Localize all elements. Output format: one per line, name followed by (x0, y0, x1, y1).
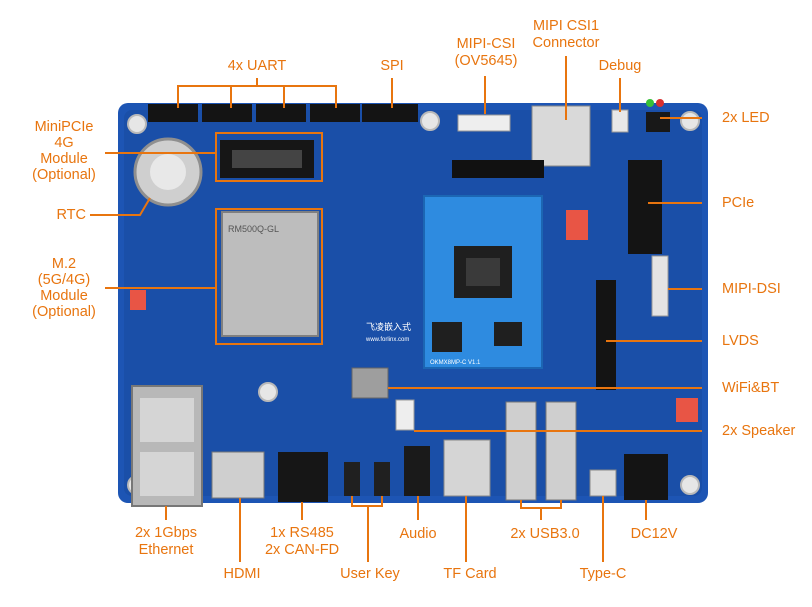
typec-port (589, 469, 617, 497)
label-uart: 4x UART (227, 58, 287, 74)
som-chip-2 (494, 322, 522, 346)
label-debug: Debug (598, 58, 642, 74)
m2-module (221, 211, 319, 337)
label-led: 2x LED (722, 110, 770, 126)
som-cpu-die (466, 258, 500, 286)
highlight-boxes (215, 132, 323, 345)
label-tf-card: TF Card (443, 566, 497, 582)
dip-switch-2 (130, 290, 146, 310)
debug-connector (611, 109, 629, 133)
dc-jack (624, 454, 668, 500)
dip-switch-3 (676, 398, 698, 422)
minipcie-inner (232, 150, 302, 168)
label-rtc: RTC (56, 207, 86, 223)
ethernet-port-lower (140, 452, 194, 496)
som-model: OKMX8MP-C V1.1 (430, 360, 481, 366)
usb-port-2 (545, 401, 577, 501)
callout-lines (90, 56, 702, 562)
mipi-dsi-connector (651, 255, 669, 317)
label-wifi: WiFi&BT (722, 380, 780, 396)
label-speaker: 2x Speaker (722, 423, 796, 439)
top-headers (148, 104, 418, 122)
usb-port-1 (505, 401, 537, 501)
label-typec: Type-C (579, 566, 627, 582)
label-ethernet: 2x 1Gbps Ethernet (134, 525, 198, 558)
label-mipi-csi1: MIPI CSI1 Connector (532, 18, 600, 51)
label-audio: Audio (399, 526, 437, 542)
pcie-slot (628, 160, 662, 254)
label-minipcie: MiniPCIe 4G Module (Optional) (32, 119, 96, 183)
wifi-module (351, 367, 389, 399)
mipi-csi1-connector (531, 105, 591, 167)
user-key-2 (374, 462, 390, 496)
label-rs485: 1x RS485 2x CAN-FD (264, 525, 340, 558)
label-spi: SPI (380, 58, 404, 74)
ethernet-port-upper (140, 398, 194, 442)
rtc-battery-center (150, 154, 186, 190)
fpc-header (452, 160, 544, 178)
terminal-block (278, 452, 328, 502)
audio-jack (404, 446, 430, 496)
led-red (656, 99, 664, 107)
label-mipi-csi: MIPI-CSI (OV5645) (454, 36, 518, 69)
label-usb: 2x USB3.0 (510, 526, 580, 542)
label-m2: M.2 (5G/4G) Module (Optional) (32, 256, 96, 320)
dip-switch-1 (566, 210, 588, 240)
som-chip-1 (432, 322, 462, 352)
label-pcie: PCIe (722, 195, 755, 211)
tf-card-slot (443, 439, 491, 497)
label-mipi-dsi: MIPI-DSI (722, 281, 781, 297)
led-block (646, 112, 670, 132)
led-green (646, 99, 654, 107)
label-hdmi: HDMI (223, 566, 261, 582)
m2-module-label: RM500Q-GL (228, 224, 279, 234)
mipi-csi-connector (457, 114, 511, 132)
lvds-header (596, 280, 616, 390)
speaker-connector (395, 399, 415, 431)
user-key-1 (344, 462, 360, 496)
label-dc: DC12V (630, 526, 678, 542)
hdmi-port (211, 451, 265, 499)
label-lvds: LVDS (722, 333, 759, 349)
som-brand: 飞凌嵌入式 (366, 321, 411, 333)
som-url: www.forlinx.com (365, 337, 409, 343)
label-user-key: User Key (340, 566, 400, 582)
